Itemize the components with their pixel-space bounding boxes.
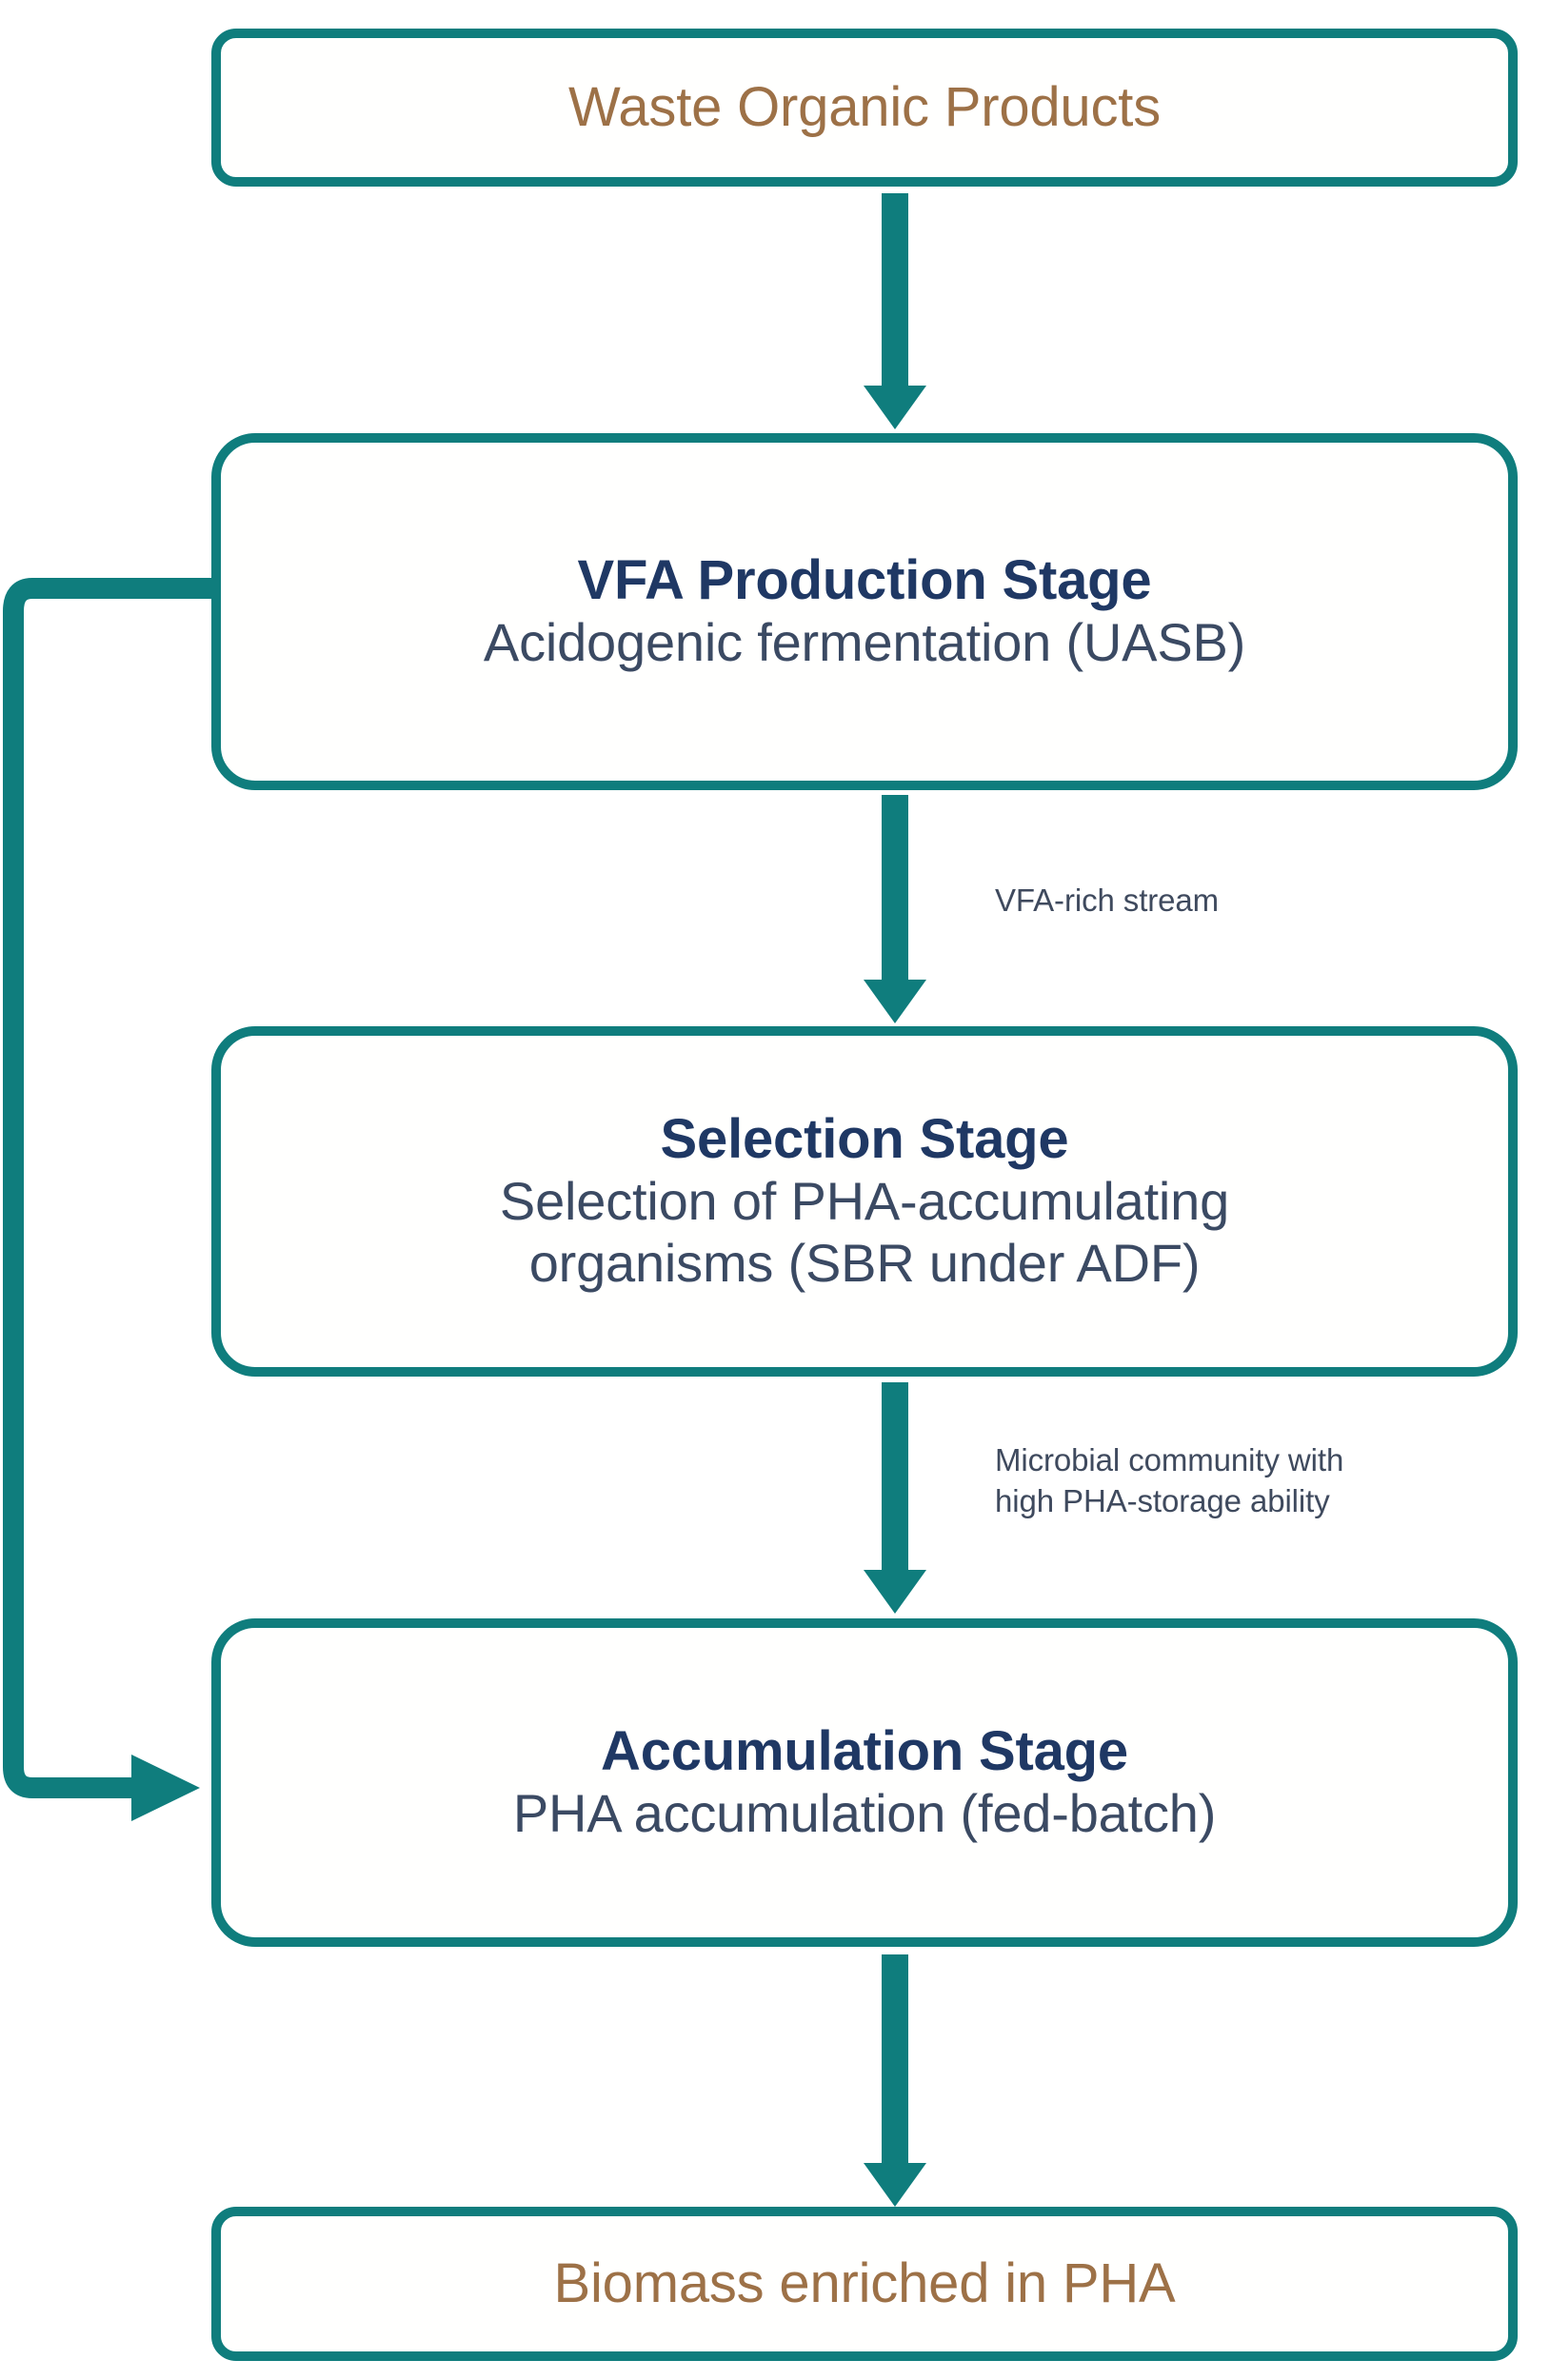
node-subtitle-line-2: organisms (SBR under ADF)	[528, 1233, 1201, 1294]
node-label: Waste Organic Products	[567, 75, 1162, 138]
node-subtitle: PHA accumulation (fed-batch)	[512, 1783, 1217, 1844]
node-selection-stage[interactable]: Selection Stage Selection of PHA-accumul…	[211, 1026, 1518, 1377]
node-title: VFA Production Stage	[577, 548, 1152, 611]
arrow-vfa-to-selection	[864, 795, 926, 1023]
arrow-head	[864, 1570, 926, 1614]
node-biomass-enriched-in-pha[interactable]: Biomass enriched in PHA	[211, 2207, 1518, 2361]
node-label: Biomass enriched in PHA	[553, 2251, 1176, 2314]
arrow-shaft	[882, 193, 908, 386]
arrow-shaft	[882, 1954, 908, 2163]
edge-label-microbial-community: Microbial community with high PHA-storag…	[995, 1442, 1344, 1518]
arrow-accumulation-to-biomass	[864, 1954, 926, 2207]
node-waste-organic-products[interactable]: Waste Organic Products	[211, 29, 1518, 187]
arrow-shaft	[882, 795, 908, 980]
arrow-head	[864, 386, 926, 429]
edge-label-vfa-rich-stream: VFA-rich stream	[995, 883, 1220, 918]
node-subtitle-line-1: Selection of PHA-accumulating	[499, 1171, 1230, 1232]
arrow-waste-to-vfa	[864, 193, 926, 429]
arrow-shaft	[882, 1382, 908, 1570]
node-vfa-production-stage[interactable]: VFA Production Stage Acidogenic fermenta…	[211, 433, 1518, 790]
arrow-selection-to-accumulation	[864, 1382, 926, 1614]
arrow-head	[864, 2163, 926, 2207]
node-subtitle: Acidogenic fermentation (UASB)	[483, 612, 1246, 673]
arrow-head	[864, 980, 926, 1023]
node-title: Selection Stage	[660, 1107, 1069, 1170]
node-title: Accumulation Stage	[601, 1719, 1128, 1782]
node-accumulation-stage[interactable]: Accumulation Stage PHA accumulation (fed…	[211, 1618, 1518, 1947]
